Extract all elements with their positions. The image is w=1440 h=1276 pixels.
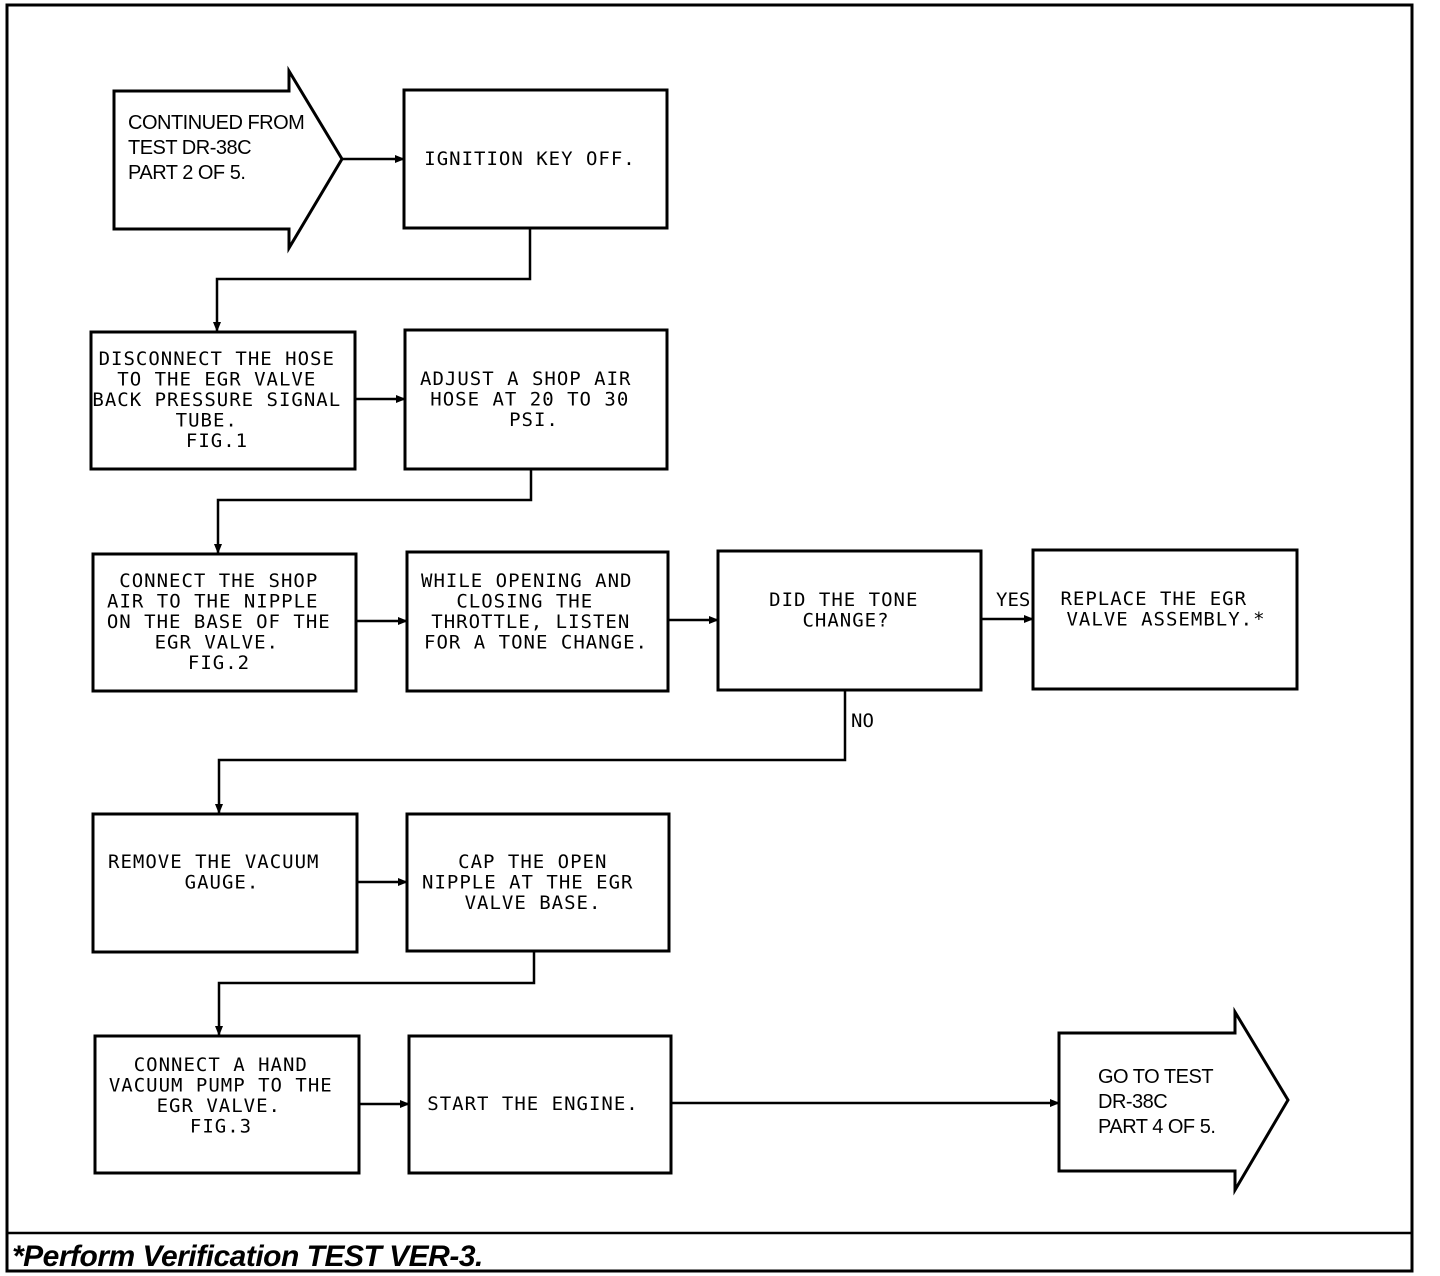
connector-ignition-to-disconnect bbox=[213, 229, 532, 332]
step-start-engine: START THE ENGINE. bbox=[407, 1034, 673, 1175]
step-line: FOR A TONE CHANGE. bbox=[424, 632, 648, 654]
step-line: HOSE AT 20 TO 30 bbox=[430, 389, 629, 411]
step-line: PSI. bbox=[509, 409, 559, 431]
step-line: START THE ENGINE. bbox=[427, 1093, 638, 1115]
exit-line: GO TO TEST bbox=[1098, 1066, 1213, 1088]
exit-text: GO TO TEST DR-38C PART 4 OF 5. bbox=[1098, 1066, 1218, 1138]
step-line: VALVE ASSEMBLY.* bbox=[1066, 609, 1265, 631]
step-line: GAUGE. bbox=[185, 872, 260, 894]
connectors bbox=[213, 155, 1060, 1108]
step-line: NIPPLE AT THE EGR bbox=[422, 872, 633, 894]
exit-arrow bbox=[1057, 1006, 1290, 1196]
entry-line: TEST DR-38C bbox=[128, 137, 251, 159]
step-open-throttle: WHILE OPENING AND CLOSING THE THROTTLE, … bbox=[405, 550, 670, 693]
step-tone-question: DID THE TONE CHANGE? bbox=[716, 549, 983, 692]
step-adjust-air: ADJUST A SHOP AIR HOSE AT 20 TO 30 PSI. bbox=[403, 328, 669, 471]
step-line: TO THE EGR VALVE bbox=[117, 369, 316, 391]
exit-line: DR-38C bbox=[1098, 1091, 1167, 1113]
connector-adjust-to-connect bbox=[214, 470, 533, 554]
connector-cap-to-pump bbox=[215, 952, 536, 1036]
step-line: CHANGE? bbox=[802, 610, 889, 632]
entry-line: CONTINUED FROM bbox=[128, 112, 304, 134]
step-line: EGR VALVE. bbox=[157, 1095, 281, 1117]
step-line: IGNITION KEY OFF. bbox=[424, 148, 635, 170]
step-line: CONNECT A HAND bbox=[134, 1054, 308, 1076]
svg-text:DISCONNECT THE HOSE TO T: DISCONNECT THE HOSE TO THE EGR VALVE BAC… bbox=[92, 348, 353, 452]
step-disconnect-hose: DISCONNECT THE HOSE TO THE EGR VALVE BAC… bbox=[89, 330, 357, 471]
svg-text:REMOVE THE VACUUM GAUGE.: REMOVE THE VACUUM GAUGE. bbox=[108, 851, 332, 894]
exit-line: PART 4 OF 5. bbox=[1098, 1116, 1215, 1138]
step-line: TUBE. bbox=[176, 410, 238, 432]
step-line: BACK PRESSURE SIGNAL bbox=[92, 389, 341, 411]
svg-text:CAP THE OPEN NIPPLE AT T: CAP THE OPEN NIPPLE AT THE EGR VALVE BAS… bbox=[422, 851, 646, 914]
svg-text:IGNITION KEY OFF.: IGNITION KEY OFF. bbox=[424, 148, 635, 170]
step-cap-nipple: CAP THE OPEN NIPPLE AT THE EGR VALVE BAS… bbox=[405, 812, 671, 953]
step-line: CAP THE OPEN bbox=[458, 851, 607, 873]
step-line: FIG.2 bbox=[188, 652, 250, 674]
svg-text:DID THE TONE CHANGE?: DID THE TONE CHANGE? bbox=[769, 589, 931, 632]
entry-arrow bbox=[112, 65, 344, 254]
step-line: CLOSING THE bbox=[456, 591, 593, 613]
step-line: ON THE BASE OF THE bbox=[107, 611, 331, 633]
no-label: NO bbox=[851, 710, 874, 732]
step-line: VALVE BASE. bbox=[465, 892, 602, 914]
svg-text:REPLACE THE EGR VALVE AS: REPLACE THE EGR VALVE ASSEMBLY.* bbox=[1060, 588, 1265, 631]
footnote: *Perform Verification TEST VER-3. bbox=[12, 1240, 483, 1273]
connector-no-to-remove bbox=[215, 690, 847, 814]
svg-text:ADJUST A SHOP AIR HOSE A: ADJUST A SHOP AIR HOSE AT 20 TO 30 PSI. bbox=[420, 368, 644, 431]
svg-text:CONNECT A HAND VACUUM PU: CONNECT A HAND VACUUM PUMP TO THE EGR VA… bbox=[109, 1054, 345, 1138]
step-line: AIR TO THE NIPPLE bbox=[107, 591, 318, 613]
step-line: REPLACE THE EGR bbox=[1060, 588, 1247, 610]
step-ignition-off: IGNITION KEY OFF. bbox=[402, 88, 669, 230]
step-line: REMOVE THE VACUUM bbox=[108, 851, 319, 873]
svg-text:WHILE OPENING AND CLOSIN: WHILE OPENING AND CLOSING THE THROTTLE, … bbox=[421, 570, 648, 654]
step-line: DISCONNECT THE HOSE bbox=[99, 348, 335, 370]
entry-line: PART 2 OF 5. bbox=[128, 162, 245, 184]
step-connect-air: CONNECT THE SHOP AIR TO THE NIPPLE ON TH… bbox=[91, 552, 358, 693]
outer-border bbox=[5, 3, 1414, 1273]
step-line: FIG.3 bbox=[190, 1116, 252, 1138]
step-remove-gauge: REMOVE THE VACUUM GAUGE. bbox=[91, 812, 359, 954]
step-line: WHILE OPENING AND bbox=[421, 570, 632, 592]
step-line: FIG.1 bbox=[186, 430, 248, 452]
yes-label: YES bbox=[996, 589, 1030, 611]
step-line: ADJUST A SHOP AIR bbox=[420, 368, 631, 390]
step-line: EGR VALVE. bbox=[155, 632, 279, 654]
step-line: VACUUM PUMP TO THE bbox=[109, 1075, 333, 1097]
svg-text:START THE ENGINE.: START THE ENGINE. bbox=[427, 1093, 638, 1115]
step-replace-valve: REPLACE THE EGR VALVE ASSEMBLY.* bbox=[1031, 548, 1299, 691]
svg-text:CONNECT THE SHOP AIR TO: CONNECT THE SHOP AIR TO THE NIPPLE ON TH… bbox=[107, 570, 343, 674]
entry-text: CONTINUED FROM TEST DR-38C PART 2 OF 5. bbox=[128, 112, 309, 184]
step-line: DID THE TONE bbox=[769, 589, 918, 611]
step-line: THROTTLE, LISTEN bbox=[431, 611, 630, 633]
step-line: CONNECT THE SHOP bbox=[119, 570, 318, 592]
step-connect-pump: CONNECT A HAND VACUUM PUMP TO THE EGR VA… bbox=[93, 1034, 361, 1175]
